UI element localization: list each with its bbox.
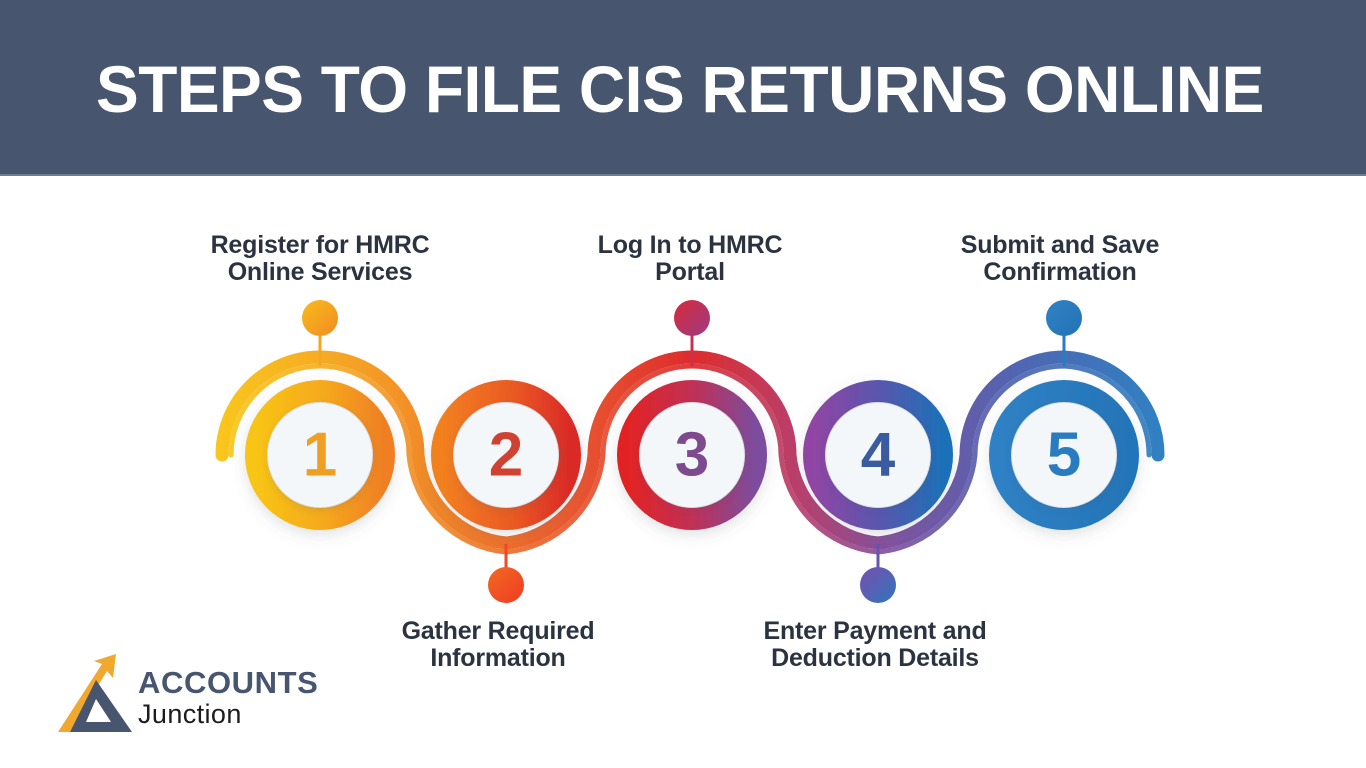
step-label-5-line-2: Confirmation [983, 258, 1137, 286]
step-label-3-line-2: Portal [655, 258, 725, 286]
step-label-4-line-1: Enter Payment and [763, 617, 987, 645]
triangle-icon [70, 680, 132, 732]
logo-wordmark: ACCOUNTS Junction [138, 666, 338, 730]
step-label-1: Register for HMRC Online Services [170, 232, 470, 286]
arrow-up-icon [58, 654, 116, 732]
step-label-4-line-2: Deduction Details [771, 644, 979, 672]
step-label-5-line-1: Submit and Save [960, 231, 1160, 259]
logo-name-bottom: Junction [138, 699, 242, 729]
step-label-2-line-1: Gather Required [401, 617, 595, 645]
step-dot-2 [488, 567, 524, 603]
step-flow-diagram: 1 2 3 4 5 [215, 300, 1165, 603]
step-number-5: 5 [1047, 421, 1081, 490]
step-label-5: Submit and Save Confirmation [910, 232, 1210, 286]
step-dot-4 [860, 567, 896, 603]
step-label-2: Gather Required Information [348, 618, 648, 672]
step-circle-2[interactable]: 2 [431, 380, 581, 530]
infographic-stage: 1 2 3 4 5 [0, 176, 1366, 768]
logo-name-top: ACCOUNTS [138, 665, 319, 700]
step-dot-3 [674, 300, 710, 336]
step-label-3: Log In to HMRC Portal [540, 232, 840, 286]
step-circle-1[interactable]: 1 [245, 380, 395, 530]
step-label-1-line-1: Register for HMRC [210, 231, 430, 259]
step-label-1-line-2: Online Services [227, 258, 413, 286]
step-label-3-line-1: Log In to HMRC [597, 231, 783, 259]
step-dot-1 [302, 300, 338, 336]
header-band [0, 0, 1366, 176]
step-number-3: 3 [675, 421, 709, 490]
step-circle-3[interactable]: 3 [617, 380, 767, 530]
step-number-1: 1 [303, 421, 337, 490]
step-number-4: 4 [861, 421, 896, 490]
step-number-2: 2 [489, 421, 523, 490]
brand-logo[interactable]: ACCOUNTS Junction [56, 652, 336, 744]
accounts-junction-logo-icon [58, 654, 132, 732]
connector-dots [302, 300, 1082, 603]
step-label-4: Enter Payment and Deduction Details [725, 618, 1025, 672]
step-circle-5[interactable]: 5 [989, 380, 1139, 530]
step-label-2-line-2: Information [430, 644, 566, 672]
step-circle-4[interactable]: 4 [803, 380, 953, 530]
page-title: STEPS TO FILE CIS RETURNS ONLINE [96, 52, 1264, 126]
header-divider [0, 174, 1366, 176]
step-dot-5 [1046, 300, 1082, 336]
